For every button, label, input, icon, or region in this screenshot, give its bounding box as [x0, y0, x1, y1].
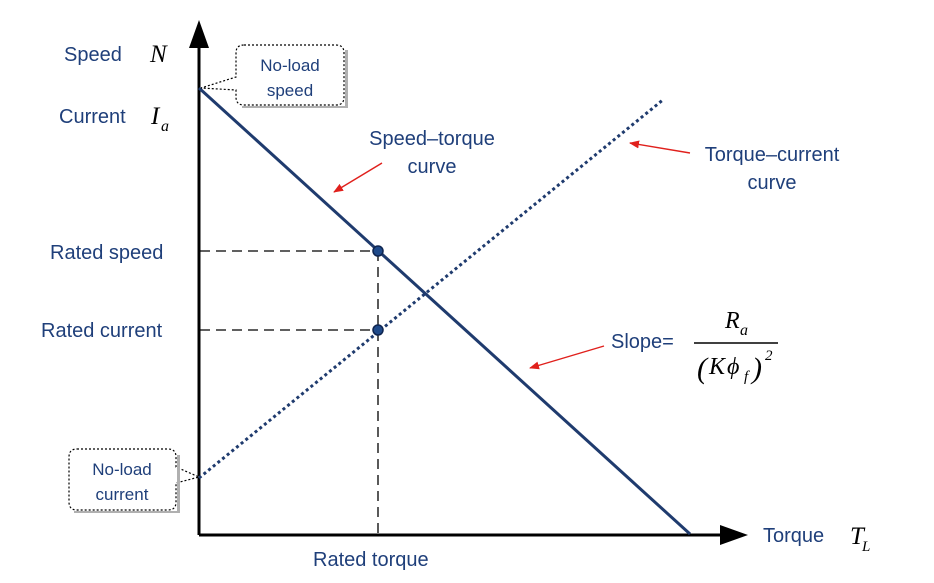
y-symbol-current-subscript: a — [161, 118, 169, 135]
no-load-current-callout — [68, 448, 201, 511]
slope-denominator-phi-subscript: f — [744, 369, 750, 385]
speed-torque-curve — [197, 86, 692, 536]
slope-numerator-R: R — [724, 308, 740, 334]
slope-denominator-K: K — [708, 354, 727, 380]
y-symbol-speed: N — [149, 41, 168, 68]
y-label-current: Current — [59, 106, 126, 128]
x-symbol-torque-subscript: L — [861, 539, 870, 555]
torque-current-label-line2: curve — [748, 172, 797, 194]
x-symbol-torque: T — [850, 523, 866, 550]
rated-speed-label: Rated speed — [50, 242, 163, 264]
no-load-current-line1: No-load — [92, 460, 152, 479]
slope-pointer-arrow — [529, 345, 605, 370]
no-load-speed-callout — [200, 44, 345, 106]
slope-denominator-phi: ϕ — [727, 354, 739, 380]
x-axis-arrowhead — [720, 525, 748, 545]
y-symbol-current: I — [150, 103, 161, 130]
slope-denominator-exponent: 2 — [765, 348, 773, 364]
slope-denominator-close-paren: ) — [750, 352, 762, 385]
y-label-speed: Speed — [64, 44, 122, 66]
speed-torque-label-line2: curve — [408, 156, 457, 178]
torque-current-curve — [198, 97, 665, 480]
rated-current-point — [372, 324, 384, 336]
slope-denominator-open-paren: ( — [697, 352, 709, 385]
speed-torque-pointer-arrow — [333, 162, 383, 193]
x-label-torque: Torque — [763, 525, 824, 547]
rated-torque-label: Rated torque — [313, 549, 429, 571]
speed-torque-label-line1: Speed–torque — [369, 128, 495, 150]
torque-current-pointer-arrow — [629, 140, 691, 154]
torque-current-label-line1: Torque–current — [705, 144, 840, 166]
no-load-current-line2: current — [96, 485, 149, 504]
rated-current-label: Rated current — [41, 320, 163, 342]
no-load-speed-line2: speed — [267, 81, 313, 100]
no-load-speed-line1: No-load — [260, 56, 320, 75]
y-axis-arrowhead — [189, 20, 209, 48]
rated-speed-point — [372, 245, 384, 257]
slope-label: Slope= — [611, 331, 674, 353]
slope-numerator-subscript: a — [740, 322, 748, 339]
